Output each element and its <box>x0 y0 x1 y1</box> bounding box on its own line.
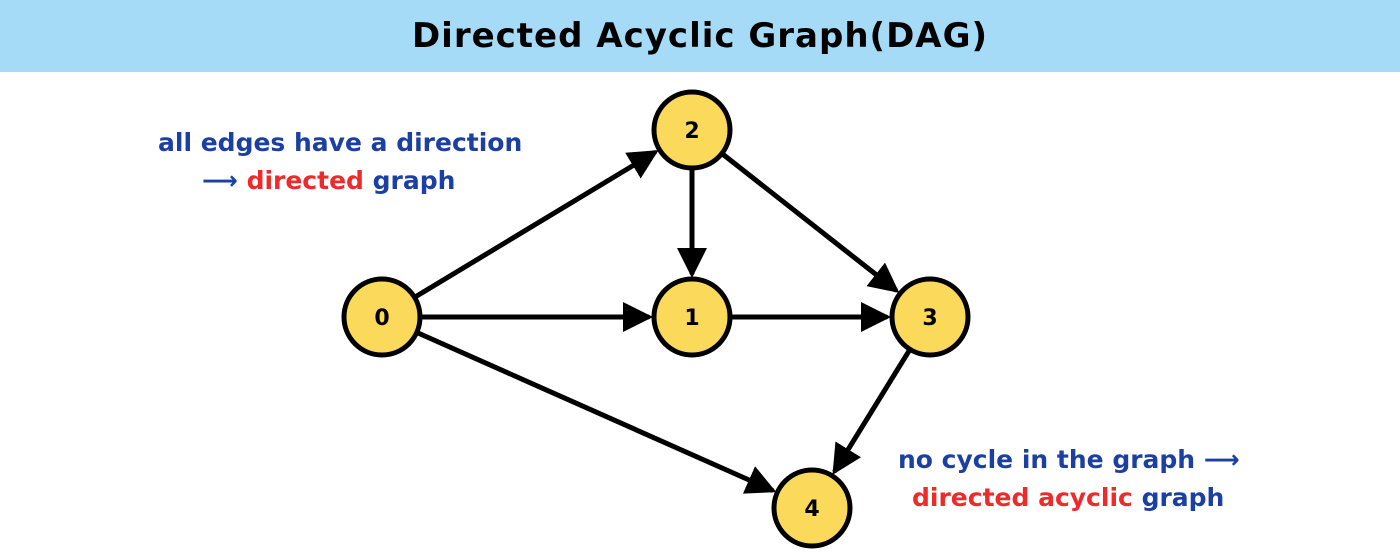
node-circle <box>341 276 423 358</box>
edge-2-to-3 <box>719 151 900 293</box>
node-4: 4 <box>771 467 853 549</box>
annotation-left-line1: all edges have a direction <box>158 128 523 157</box>
annotation-left-highlight: directed <box>246 166 364 195</box>
annotation-right-tail: graph <box>1141 483 1225 512</box>
edge-0-to-4 <box>414 329 777 494</box>
annotation-left-tail: graph <box>372 166 456 195</box>
annotation-acyclic: no cycle in the graph ⟶ directed acyclic… <box>898 441 1240 517</box>
node-1: 1 <box>651 276 733 358</box>
annotation-right-line2: directed acyclic graph <box>898 479 1240 517</box>
edge-3-to-4 <box>832 346 913 475</box>
edge-0-to-2 <box>412 150 659 300</box>
annotation-right-highlight: directed acyclic <box>912 483 1133 512</box>
annotation-right-line1-row: no cycle in the graph ⟶ <box>898 441 1240 479</box>
header-bar: Directed Acyclic Graph(DAG) <box>0 0 1400 72</box>
nodes-layer: 0 1 2 3 4 <box>341 89 971 549</box>
node-3: 3 <box>889 276 971 358</box>
right-arrow-icon: ⟶ <box>1203 445 1240 474</box>
node-circle <box>889 276 971 358</box>
annotation-right-line1: no cycle in the graph <box>898 445 1196 474</box>
node-circle <box>771 467 853 549</box>
node-label: 0 <box>374 306 389 331</box>
node-label: 3 <box>922 306 937 331</box>
annotation-left-line2: ⟶ directed graph <box>158 162 522 200</box>
page-title: Directed Acyclic Graph(DAG) <box>411 16 989 56</box>
right-arrow-icon: ⟶ <box>202 166 238 195</box>
node-circle <box>651 276 733 358</box>
node-label: 1 <box>684 306 699 331</box>
node-circle <box>651 89 733 171</box>
node-2: 2 <box>651 89 733 171</box>
edges-layer <box>412 150 913 494</box>
annotation-directed: all edges have a direction ⟶ directed gr… <box>158 124 522 200</box>
node-label: 4 <box>804 497 819 522</box>
node-0: 0 <box>341 276 423 358</box>
node-label: 2 <box>684 119 699 144</box>
